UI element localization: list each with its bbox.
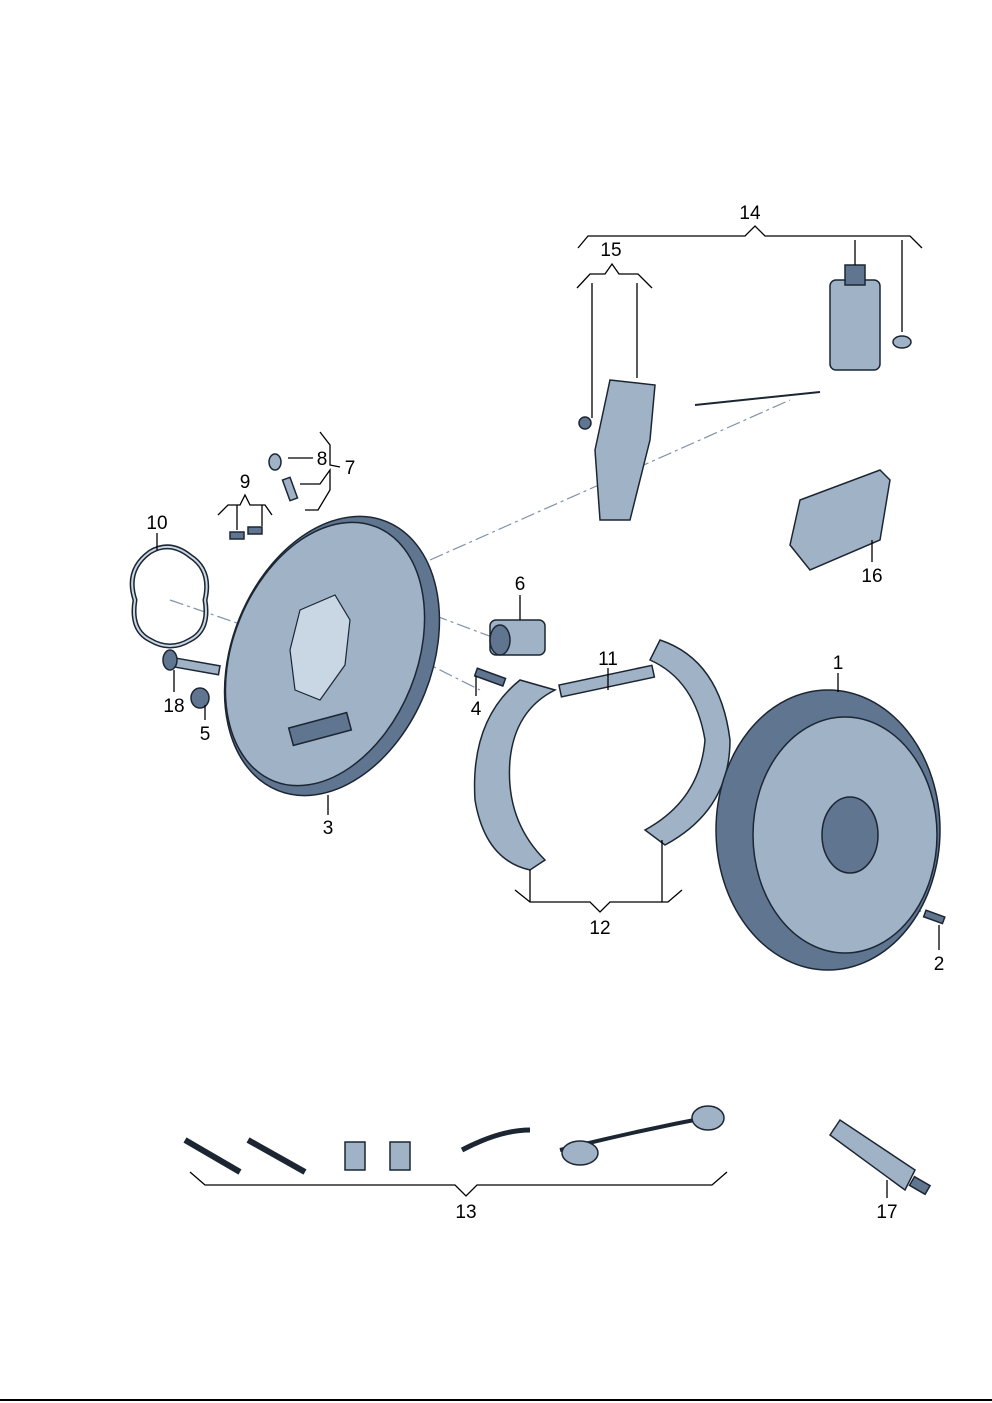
bleeder-valve: [229, 453, 299, 540]
callout-6: 6: [515, 574, 526, 595]
callout-2: 2: [934, 954, 945, 975]
callout-10: 10: [146, 513, 167, 534]
callout-18: 18: [163, 696, 184, 717]
gasket: [129, 544, 210, 649]
adjuster: [558, 664, 656, 698]
callout-3: 3: [323, 818, 334, 839]
callout-15: 15: [600, 240, 621, 261]
callout-4: 4: [471, 699, 482, 720]
callout-labels: 1 2 3 4 5 6 7 8 9 10 11 12 13 14 15 16 1…: [146, 203, 944, 1223]
callout-12: 12: [589, 918, 610, 939]
callout-14: 14: [739, 203, 761, 224]
callout-11: 11: [598, 649, 618, 670]
callout-7: 7: [345, 458, 356, 479]
repair-kit-parts: [183, 1105, 725, 1175]
bolt-4: [473, 667, 507, 687]
brake-drum: [715, 689, 941, 971]
callout-5: 5: [200, 724, 211, 745]
wheel-cylinder: [489, 619, 546, 656]
bracket-16: [789, 469, 891, 571]
brake-backing-plate: [223, 515, 441, 797]
nut-5: [190, 687, 210, 709]
callout-8: 8: [317, 449, 328, 470]
callout-16: 16: [861, 566, 882, 587]
sensor-bracket: [578, 379, 656, 521]
screw-2: [922, 909, 946, 925]
brake-shoes: [473, 639, 731, 871]
callout-1: 1: [833, 653, 844, 674]
callout-17: 17: [876, 1202, 897, 1223]
bolt-18: [162, 649, 221, 676]
grease-tube: [828, 1118, 932, 1196]
callout-13: 13: [455, 1202, 476, 1223]
callout-9: 9: [240, 472, 251, 493]
brake-sensor: [694, 264, 912, 406]
leader-lines: [0, 225, 992, 1401]
